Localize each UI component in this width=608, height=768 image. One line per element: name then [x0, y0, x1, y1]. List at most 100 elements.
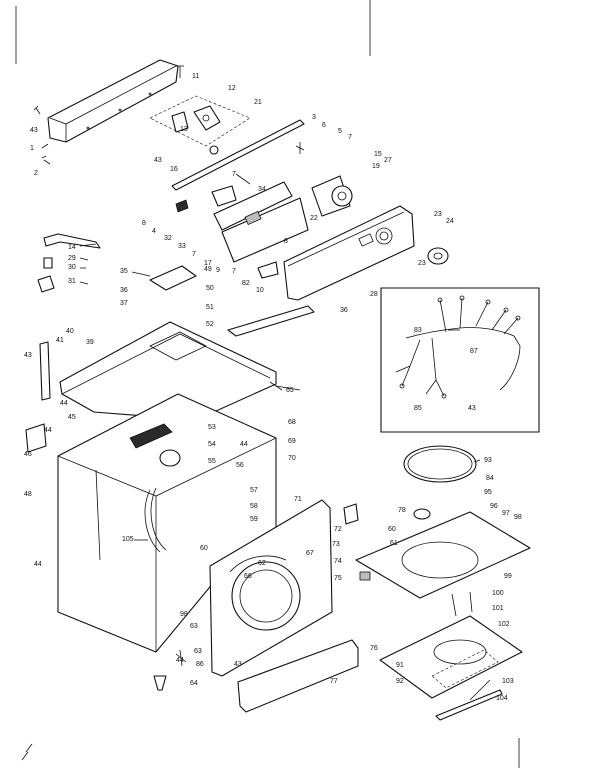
- motor-pulley: [311, 175, 353, 217]
- callout-label: 49: [204, 266, 212, 273]
- callout-label: 1: [30, 145, 34, 152]
- callout-label: 40: [66, 328, 74, 335]
- callout-label: 19: [372, 163, 380, 170]
- callout-label: 60: [200, 545, 208, 552]
- callout-label: 91: [396, 662, 404, 669]
- callout-label: 61: [390, 540, 398, 547]
- callout-label: 37: [120, 300, 128, 307]
- callout-label: 5: [338, 128, 342, 135]
- callout-label: 53: [208, 424, 216, 431]
- tub-seal-ring: [403, 445, 477, 483]
- callout-label: 9: [216, 267, 220, 274]
- support-rod: [451, 591, 473, 617]
- callout-label: 24: [446, 218, 454, 225]
- callout-label: 57: [250, 487, 258, 494]
- callout-label: 59: [250, 516, 258, 523]
- callout-label: 85: [414, 405, 422, 412]
- callout-label: 55: [208, 458, 216, 465]
- callout-label: 23: [418, 260, 426, 267]
- plate: [149, 265, 197, 291]
- callout-label: 15: [374, 151, 382, 158]
- callout-label: 35: [120, 268, 128, 275]
- callout-label: 7: [348, 134, 352, 141]
- assembly-outline: [149, 95, 251, 147]
- callout-label: 6: [322, 122, 326, 129]
- callout-label: 98: [180, 611, 188, 618]
- control-bracket: [213, 181, 309, 263]
- callout-label: 50: [206, 285, 214, 292]
- callout-label: 22: [310, 215, 318, 222]
- callout-label: 23: [434, 211, 442, 218]
- callout-label: 51: [206, 304, 214, 311]
- callout-label: 66: [244, 573, 252, 580]
- callout-label: 71: [294, 496, 302, 503]
- latch-bar: [39, 341, 51, 401]
- callout-label: 103: [502, 678, 514, 685]
- callout-label: 64: [190, 680, 198, 687]
- switch-bracket: [171, 111, 189, 133]
- callout-label: 98: [514, 514, 522, 521]
- side-bracket: [25, 423, 47, 453]
- timer-motor: [193, 105, 221, 131]
- callout-label: 7: [232, 268, 236, 275]
- callout-label: 105: [122, 536, 134, 543]
- callout-label: 27: [384, 157, 392, 164]
- callout-label: 92: [396, 678, 404, 685]
- callout-label: 43: [154, 157, 162, 164]
- wiring-harness-inset: [380, 287, 540, 433]
- hinge-bracket: [129, 423, 181, 467]
- screw: [176, 65, 184, 78]
- callout-label: 43: [30, 127, 38, 134]
- clamp: [413, 508, 431, 520]
- callout-label: 100: [492, 590, 504, 597]
- callout-label: 96: [490, 503, 498, 510]
- callout-label: 93: [484, 457, 492, 464]
- callout-label: 75: [334, 575, 342, 582]
- callout-label: 86: [196, 661, 204, 668]
- callout-label: 43: [234, 661, 242, 668]
- callout-label: 36: [120, 287, 128, 294]
- belt: [144, 487, 167, 553]
- callout-label: 44: [34, 561, 42, 568]
- callout-label: 63: [190, 623, 198, 630]
- callout-label: 34: [258, 186, 266, 193]
- callout-label: 43: [468, 405, 476, 412]
- leader-lines: [41, 143, 491, 701]
- callout-label: 77: [330, 678, 338, 685]
- upper-base-plate: [355, 511, 531, 599]
- callout-label: 31: [68, 278, 76, 285]
- cabinet-top: [59, 321, 277, 421]
- callout-label: 76: [370, 645, 378, 652]
- callout-label: 43: [24, 352, 32, 359]
- callout-label: 44: [240, 441, 248, 448]
- fastener: [295, 142, 305, 154]
- lever: [43, 233, 101, 249]
- callout-label: 87: [470, 348, 478, 355]
- callout-label: 54: [208, 441, 216, 448]
- callout-label: 73: [332, 541, 340, 548]
- callout-label: 104: [496, 695, 508, 702]
- callout-label: 12: [228, 85, 236, 92]
- bracket-small: [359, 571, 371, 581]
- callout-label: 13: [180, 126, 188, 133]
- callout-label: 45: [68, 414, 76, 421]
- leveling-rod: [435, 689, 503, 721]
- callout-label: 83: [414, 327, 422, 334]
- callout-label: 44: [60, 400, 68, 407]
- callout-label: 17: [204, 260, 212, 267]
- rail-rod: [171, 119, 305, 191]
- callout-label: 16: [170, 166, 178, 173]
- callout-label: 58: [250, 503, 258, 510]
- cam-part: [257, 261, 279, 279]
- callout-label: 63: [194, 648, 202, 655]
- callout-label: 21: [254, 99, 262, 106]
- callout-label: 11: [192, 73, 199, 80]
- callout-label: 39: [86, 339, 94, 346]
- callout-label: 78: [398, 507, 406, 514]
- callout-label: 7: [232, 171, 236, 178]
- knob-small: [209, 145, 219, 155]
- callout-label: 30: [68, 264, 76, 271]
- callout-label: 62: [258, 560, 266, 567]
- leveling-foot: [153, 675, 167, 691]
